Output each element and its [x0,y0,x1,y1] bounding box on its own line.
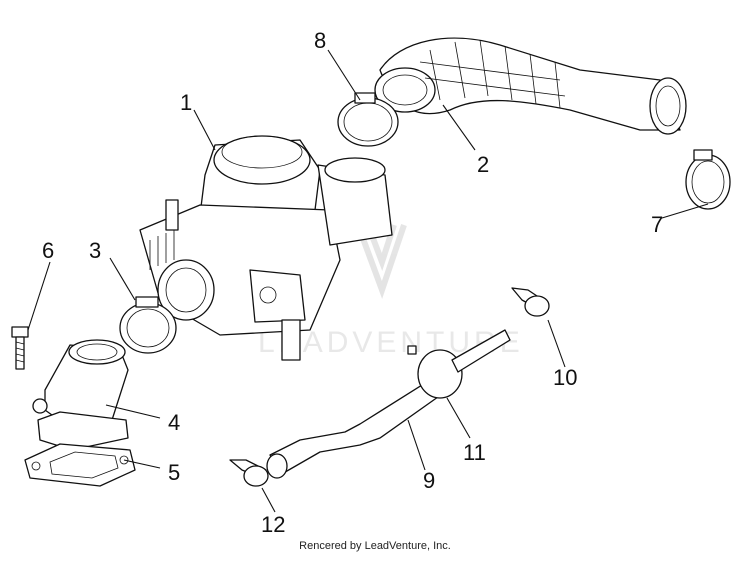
render-credit: Rencered by LeadVenture, Inc. [299,540,451,552]
callout-11: 11 [463,440,486,465]
callout-3: 3 [89,238,101,263]
callout-4: 4 [168,410,180,435]
hose-clip-12 [229,459,269,487]
carburetor [139,135,393,361]
callout-5: 5 [168,460,180,485]
callout-8: 8 [314,28,326,53]
tube-connector [407,329,511,399]
callout-labels: 1 2 3 4 5 6 7 8 9 10 11 12 [42,28,663,537]
leader-lines [27,49,709,513]
callout-12: 12 [261,512,285,537]
hose-clamp-7 [685,149,731,210]
callout-1: 1 [180,90,192,115]
callout-10: 10 [553,365,577,390]
callout-2: 2 [477,152,489,177]
intake-hose [374,37,687,135]
callout-6: 6 [42,238,54,263]
callout-9: 9 [423,468,435,493]
callout-7: 7 [651,212,663,237]
hose-clip-10 [511,287,550,317]
hose-clamp-8 [337,92,399,147]
breather-tube [266,379,446,479]
hose-clamp-3 [119,296,177,354]
intake-manifold [32,339,129,451]
bolt [11,326,29,370]
gasket [24,443,136,487]
